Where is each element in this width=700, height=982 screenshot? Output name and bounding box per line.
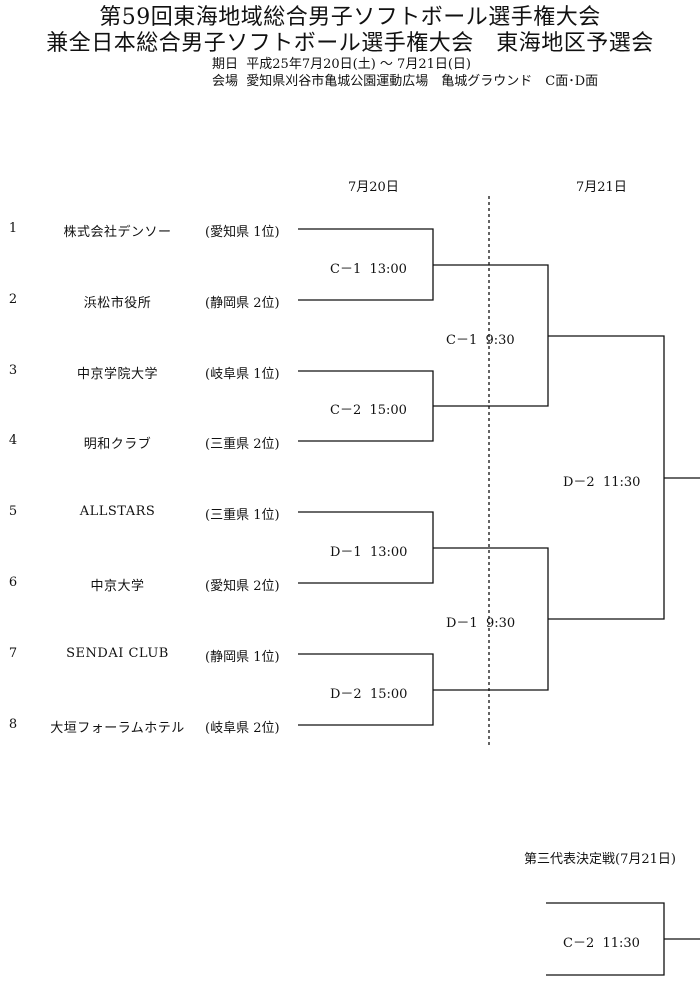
title-line-2: 兼全日本総合男子ソフトボール選手権大会 東海地区予選会: [46, 31, 654, 56]
match-label-r1-c2: C－2 15:00: [330, 403, 407, 418]
team-name: 大垣フォーラムホテル: [50, 721, 185, 736]
match-label-final: D－2 11:30: [563, 475, 641, 490]
team-prefecture: (愛知県 2位): [205, 579, 280, 594]
team-prefecture: (岐阜県 2位): [205, 721, 280, 736]
team-name: 株式会社デンソー: [63, 225, 172, 240]
team-prefecture: (三重県 1位): [205, 508, 280, 523]
team-name: 中京学院大学: [76, 367, 158, 382]
day2-header: 7月21日: [576, 180, 627, 195]
team-prefecture: (静岡県 1位): [205, 650, 280, 665]
team-prefecture: (愛知県 1位): [205, 225, 280, 240]
team-prefecture: (静岡県 2位): [205, 296, 280, 311]
venue-value: 愛知県刈谷市亀城公園運動広場 亀城グラウンド C面･D面: [246, 74, 599, 89]
third-rep-title: 第三代表決定戦(7月21日): [524, 852, 676, 867]
team-number: 5: [8, 504, 18, 519]
team-number: 2: [8, 292, 18, 307]
team-prefecture: (三重県 2位): [205, 437, 280, 452]
title-line-1: 第59回東海地域総合男子ソフトボール選手権大会: [99, 5, 601, 30]
day1-header: 7月20日: [348, 180, 399, 195]
team-prefecture: (岐阜県 1位): [205, 367, 280, 382]
team-number: 6: [8, 575, 18, 590]
period-label: 期日: [212, 57, 239, 72]
team-name: SENDAI CLUB: [66, 646, 169, 661]
team-number: 3: [8, 363, 18, 378]
period-value: 平成25年7月20日(土) ～ 7月21日(日): [246, 57, 472, 72]
team-number: 8: [8, 717, 18, 732]
team-name: ALLSTARS: [79, 504, 156, 519]
period-row: 期日 平成25年7月20日(土) ～ 7月21日(日): [212, 57, 471, 73]
match-label-r2-d1: D－1 9:30: [446, 616, 516, 631]
venue-row: 会場 愛知県刈谷市亀城公園運動広場 亀城グラウンド C面･D面: [212, 74, 598, 90]
match-label-r1-c1: C－1 13:00: [330, 262, 407, 277]
match-label-r1-d1: D－1 13:00: [330, 545, 408, 560]
venue-label: 会場: [212, 74, 239, 89]
match-label-r2-c1: C－1 9:30: [446, 333, 515, 348]
team-name: 明和クラブ: [83, 437, 152, 452]
match-label-third: C－2 11:30: [563, 936, 640, 951]
match-label-r1-d2: D－2 15:00: [330, 687, 408, 702]
team-name: 中京大学: [90, 579, 145, 594]
team-number: 4: [8, 433, 18, 448]
team-number: 7: [8, 646, 18, 661]
team-name: 浜松市役所: [83, 296, 152, 311]
team-number: 1: [8, 221, 18, 236]
